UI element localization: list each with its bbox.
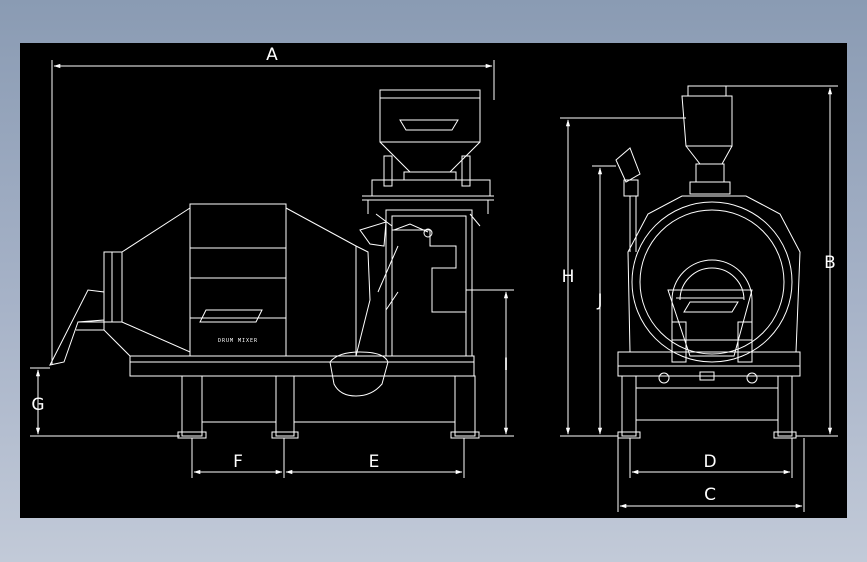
drum-label: DRUM MIXER — [218, 338, 258, 344]
control-gauge — [615, 147, 641, 183]
dim-label-e: E — [369, 452, 380, 472]
drive-motor — [329, 351, 389, 397]
drum-brand-plate — [199, 309, 263, 323]
drum-opening — [671, 259, 753, 341]
front-view — [615, 85, 801, 439]
drawing-canvas — [20, 43, 847, 518]
dim-label-g: G — [31, 395, 44, 415]
dim-label-h: H — [562, 267, 575, 287]
dim-label-j: J — [596, 291, 602, 311]
front-brand-plate — [683, 301, 739, 313]
dimension-lines — [30, 60, 838, 512]
side-view — [49, 89, 494, 439]
base-rail — [129, 355, 475, 377]
drum-ring-outer — [631, 201, 793, 363]
dim-label-i: I — [503, 355, 508, 375]
dim-label-b: B — [824, 253, 836, 273]
front-base — [617, 351, 801, 377]
dim-label-f: F — [233, 452, 243, 472]
dim-label-c: C — [704, 485, 716, 505]
dim-label-d: D — [703, 452, 716, 472]
dim-label-a: A — [266, 45, 278, 65]
front-chute — [667, 289, 753, 357]
drum-ring-inner — [639, 209, 785, 355]
hopper — [379, 89, 481, 143]
